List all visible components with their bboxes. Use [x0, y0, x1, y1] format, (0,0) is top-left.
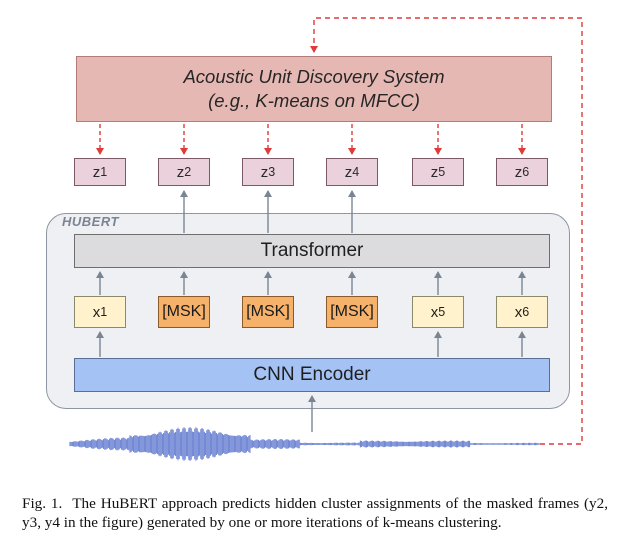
- audio-waveform: [69, 427, 540, 461]
- input-to-transformer-arrows: [96, 271, 526, 295]
- figure-caption: Fig. 1.The HuBERT approach predicts hidd…: [22, 494, 608, 532]
- input-mask-3: [MSK]: [242, 296, 294, 328]
- acoustic-to-target-arrows: [96, 124, 526, 155]
- cnn-encoder-box: CNN Encoder: [74, 358, 550, 392]
- transformer-to-target-arrows: [180, 190, 356, 233]
- acoustic-subtitle: (e.g., K-means on MFCC): [208, 90, 420, 111]
- feedback-loop-arrow: [310, 17, 583, 445]
- hubert-label: HUBERT: [62, 214, 119, 229]
- input-mask-4: [MSK]: [326, 296, 378, 328]
- encoder-to-frame-arrows: [96, 331, 526, 357]
- caption-text: The HuBERT approach predicts hidden clus…: [22, 495, 608, 531]
- acoustic-unit-discovery-box: Acoustic Unit Discovery System (e.g., K-…: [76, 56, 552, 122]
- diagram-connectors: [69, 17, 583, 461]
- input-mask-2: [MSK]: [158, 296, 210, 328]
- acoustic-title: Acoustic Unit Discovery System: [183, 66, 445, 87]
- caption-label: Fig. 1.: [22, 495, 63, 512]
- transformer-box: Transformer: [74, 234, 550, 268]
